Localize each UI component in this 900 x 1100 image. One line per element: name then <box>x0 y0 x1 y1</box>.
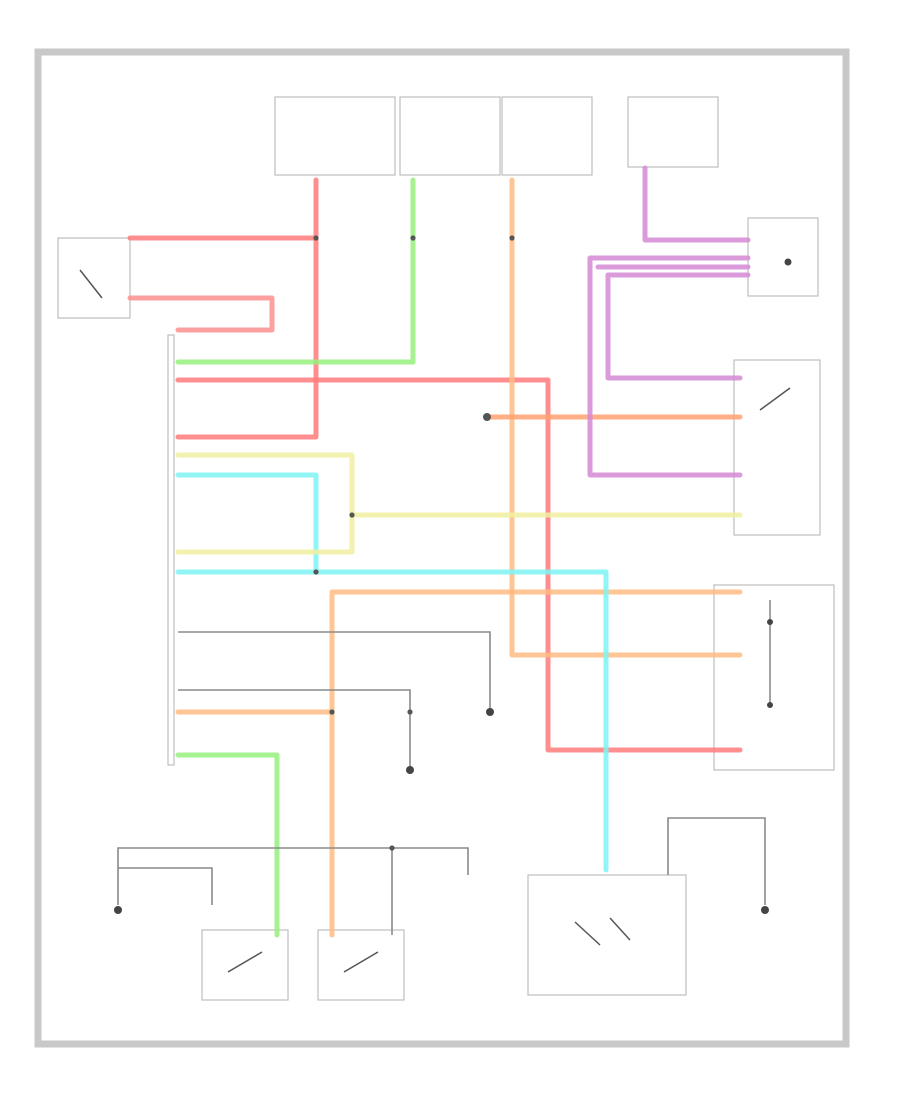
switch-icon <box>574 921 601 946</box>
junction-dot <box>483 413 491 421</box>
junction-dot <box>410 235 416 241</box>
wire-red-4 <box>175 377 743 753</box>
wire-gray-1 <box>178 631 491 712</box>
lamp-icon <box>784 258 792 266</box>
fuse-box-2 <box>399 96 501 176</box>
ground-icon <box>761 906 769 914</box>
wire-yellow-1 <box>175 452 355 555</box>
fuse-box-3 <box>501 96 593 176</box>
ground-icon <box>114 906 122 914</box>
wire-gray-6 <box>667 817 766 905</box>
wire-gray-4 <box>118 867 213 905</box>
combination-meter-box <box>167 334 175 766</box>
wire-orange-1 <box>509 177 743 658</box>
switch-box-bottom-3 <box>527 874 687 996</box>
fuse-box-4 <box>627 96 719 168</box>
switch-icon <box>79 269 103 299</box>
switch-icon <box>609 917 631 941</box>
junction-dot <box>389 845 395 851</box>
wire-magenta-1 <box>642 165 751 243</box>
relay-box-right <box>733 359 821 536</box>
ground-icon <box>406 766 414 774</box>
junction-dot <box>313 235 319 241</box>
wire-magenta-2 <box>587 255 751 478</box>
diagram-border <box>34 48 850 1048</box>
switch-box-bottom-1 <box>201 929 289 1001</box>
fuse-icon <box>767 619 773 625</box>
fuse-box-1 <box>274 96 396 176</box>
connector-box-top-right <box>747 217 819 297</box>
junction-dot <box>329 709 335 715</box>
switch-box-bottom-2 <box>317 929 405 1001</box>
junction-dot <box>349 512 355 518</box>
junction-dot <box>313 569 319 575</box>
relay-icon <box>759 387 791 411</box>
wire-magenta-3 <box>605 272 751 381</box>
wire-gray-2 <box>178 689 411 770</box>
wire-green-2 <box>175 752 280 938</box>
switch-icon <box>227 951 263 973</box>
ground-icon <box>486 708 494 716</box>
wire-red-1 <box>175 177 319 440</box>
warning-box-right <box>713 584 835 771</box>
junction-dot <box>407 709 413 715</box>
switch-box-top-left <box>57 237 131 319</box>
ground-icon <box>767 702 773 708</box>
wire-cyan-1 <box>175 472 609 873</box>
junction-dot <box>509 235 515 241</box>
wire-green-1 <box>175 177 416 365</box>
wire-orange-3 <box>329 589 743 938</box>
wire-red-3 <box>127 295 275 333</box>
wire-gray-3 <box>117 847 469 905</box>
switch-icon <box>343 951 379 973</box>
